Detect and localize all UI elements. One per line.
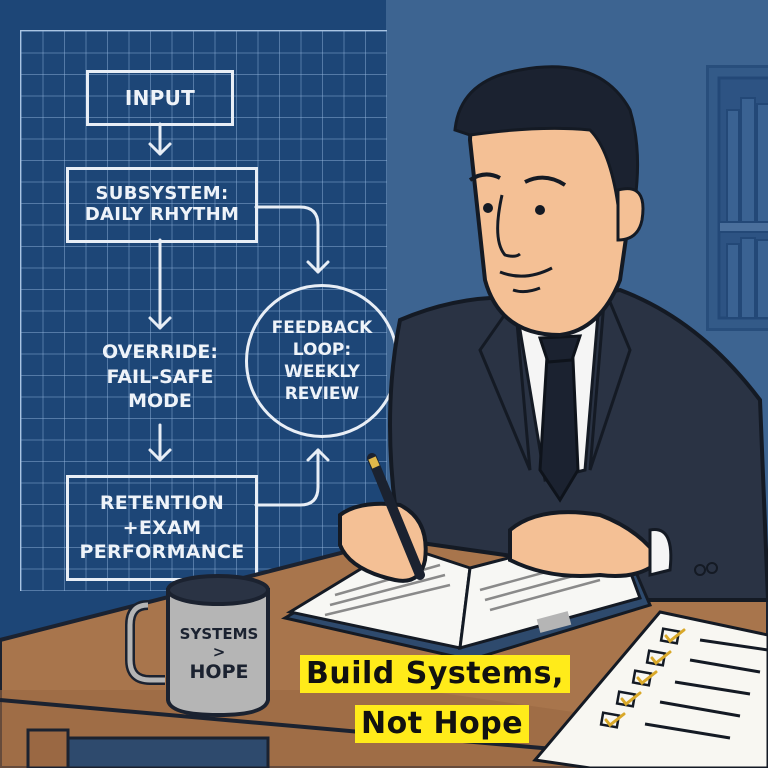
- mug-label: SYSTEMS > HOPE: [172, 625, 266, 683]
- retention-line1: RETENTION: [99, 491, 225, 514]
- mug-line2: >: [212, 643, 226, 661]
- blueprint-panel: INPUT SUBSYSTEM: DAILY RHYTHM OVERRIDE: …: [0, 0, 399, 640]
- books-icon: [717, 76, 768, 320]
- flowchart-node-subsystem: SUBSYSTEM: DAILY RHYTHM: [66, 167, 258, 243]
- node-label-line2: DAILY RHYTHM: [84, 204, 240, 225]
- feedback-line3: WEEKLY: [284, 362, 360, 382]
- businessman-body: [388, 287, 768, 602]
- hands: [338, 501, 673, 583]
- pen-icon: [367, 453, 425, 580]
- node-label: INPUT: [124, 85, 196, 110]
- feedback-line2: LOOP:: [292, 339, 352, 360]
- override-line1: OVERRIDE:: [101, 341, 218, 363]
- retention-line3: PERFORMANCE: [79, 541, 245, 564]
- bookshelf: [706, 65, 768, 331]
- flowchart-node-override: OVERRIDE: FAIL-SAFE MODE: [86, 340, 234, 414]
- headline-line2: Not Hope: [355, 705, 530, 743]
- feedback-line1: FEEDBACK: [271, 317, 373, 338]
- node-label-line1: SUBSYSTEM:: [95, 183, 229, 205]
- feedback-line4: REVIEW: [284, 384, 360, 405]
- override-line3: MODE: [128, 390, 192, 413]
- mug-line3: HOPE: [189, 661, 249, 683]
- flowchart-arrows: [148, 122, 330, 507]
- mug-line1: SYSTEMS: [179, 625, 259, 643]
- headline-line1: Build Systems,: [300, 655, 570, 693]
- flowchart-node-retention: RETENTION +EXAM PERFORMANCE: [66, 475, 258, 581]
- coffee-mug: [125, 574, 270, 718]
- businessman-head: [453, 65, 645, 338]
- flowchart-node-input: INPUT: [86, 70, 234, 126]
- retention-line2: +EXAM: [122, 516, 202, 539]
- checklist-paper: [532, 610, 768, 768]
- override-line2: FAIL-SAFE: [106, 365, 214, 388]
